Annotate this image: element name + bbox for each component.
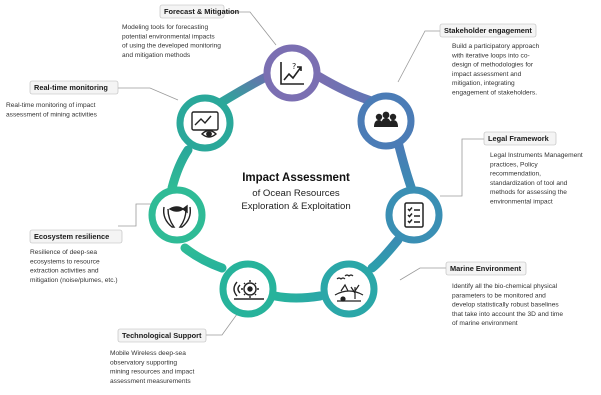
arc-forecast-stakeholder: [313, 71, 380, 107]
center-label: Impact Assessment of Ocean Resources Exp…: [241, 172, 350, 212]
node-circles: [148, 44, 443, 318]
desc-line: with iterative loops into co-: [451, 52, 530, 59]
title-ecosystem: Ecosystem resilience: [34, 232, 109, 241]
arc-realtime-forecast: [217, 71, 273, 107]
desc-line: design of methodologies for: [452, 62, 534, 69]
desc-stakeholder: Build a participatory approach with itera…: [451, 43, 540, 97]
wireless-gear-icon: [233, 280, 264, 300]
title-tech: Technological Support: [122, 331, 202, 340]
node-legal[interactable]: [385, 186, 443, 244]
desc-line: and mitigation methods: [122, 52, 191, 59]
title-forecast: Forecast & Mitigation: [164, 7, 240, 16]
desc-line: Build a participatory approach: [452, 43, 540, 50]
node-descriptions: Modeling tools for forecasting potential …: [6, 24, 583, 385]
desc-line: standardization of tool and: [490, 180, 568, 187]
desc-line: ecosystems to resource: [30, 258, 100, 265]
desc-line: Identify all the bio-chemical physical: [452, 283, 558, 290]
people-group-icon: [374, 111, 398, 127]
desc-line: assessment measurements: [110, 378, 191, 385]
arc-tech-ecosystem: [180, 243, 227, 273]
desc-tech: Mobile Wireless deep-sea observatory supp…: [110, 350, 194, 385]
node-forecast[interactable]: [263, 44, 321, 102]
label-tabs: [29, 4, 557, 343]
rising-chart-icon: ?: [280, 62, 304, 85]
desc-line: extraction activities and: [30, 268, 99, 275]
desc-legal: Legal Instruments Management practices, P…: [490, 152, 583, 206]
desc-line: Real-time monitoring of impact: [6, 102, 96, 109]
desc-line: Resilience of deep-sea: [30, 249, 97, 256]
desc-line: engagement of stakeholders.: [452, 90, 537, 97]
center-line-1: of Ocean Resources: [252, 188, 340, 199]
title-stakeholder: Stakeholder engagement: [444, 26, 532, 35]
desc-line: Mobile Wireless deep-sea: [110, 350, 186, 357]
leader-lines: [118, 11, 484, 336]
checklist-icon: [404, 202, 424, 228]
title-realtime: Real-time monitoring: [34, 83, 108, 92]
node-titles: Forecast & Mitigation Stakeholder engage…: [34, 7, 550, 340]
arc-ecosystem-realtime: [167, 145, 193, 193]
arc-marine-tech: [270, 291, 325, 303]
desc-line: potential environmental impacts: [122, 33, 215, 40]
arc-stakeholder-legal: [393, 137, 417, 195]
desc-ecosystem: Resilience of deep-sea ecosystems to reso…: [30, 249, 118, 284]
center-title: Impact Assessment: [242, 172, 350, 184]
monitor-eye-icon: [191, 111, 219, 138]
desc-realtime: Real-time monitoring of impact assessment…: [6, 102, 98, 118]
desc-line: impact assessment and: [452, 71, 522, 78]
desc-line: recommendation,: [490, 171, 541, 178]
desc-line: mining resources and impact: [110, 369, 194, 376]
desc-line: observatory supporting: [110, 359, 177, 366]
hands-fish-icon: [162, 204, 192, 228]
title-marine: Marine Environment: [450, 264, 522, 273]
arc-legal-marine: [367, 235, 403, 273]
svg-text:?: ?: [292, 62, 296, 71]
desc-line: of marine environment: [452, 320, 518, 327]
desc-line: Modeling tools for forecasting: [122, 24, 208, 31]
center-line-2: Exploration & Exploitation: [241, 201, 350, 212]
desc-line: parameters to be monitored and: [452, 292, 546, 299]
desc-line: mitigation, integrating: [452, 80, 515, 87]
desc-line: develop statistically robust baselines: [452, 302, 559, 309]
desc-marine: Identify all the bio-chemical physical pa…: [452, 283, 563, 327]
desc-line: methods for assessing the: [490, 189, 567, 196]
desc-line: of using the developed monitoring: [122, 43, 221, 50]
desc-line: environmental impact: [490, 199, 553, 206]
node-ecosystem[interactable]: [148, 186, 206, 244]
marine-life-icon: [334, 274, 364, 302]
desc-line: that take into account the 3D and time: [452, 311, 563, 318]
title-legal: Legal Framework: [488, 134, 550, 143]
desc-line: practices, Policy: [490, 161, 538, 168]
desc-line: assessment of mining activities: [6, 111, 98, 118]
desc-line: Legal Instruments Management: [490, 152, 583, 159]
node-marine[interactable]: [320, 260, 378, 318]
desc-forecast: Modeling tools for forecasting potential …: [122, 24, 221, 59]
desc-line: mitigation (noise/plumes, etc.): [30, 277, 118, 284]
